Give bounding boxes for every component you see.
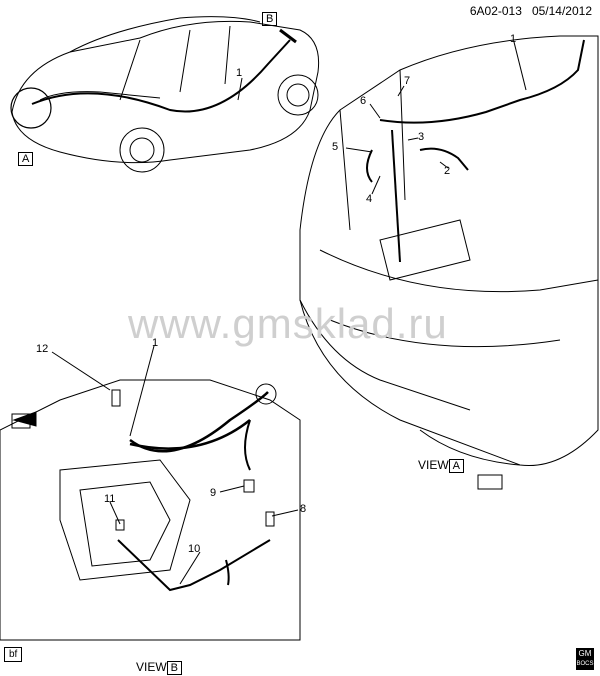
trunk-callout-3: 3: [418, 131, 425, 143]
trunk-callout-2: 2: [444, 165, 451, 177]
diagram-code: 6A02-013: [469, 4, 522, 18]
gm-logo: GM BOCS: [576, 648, 594, 670]
engine-callout-9: 9: [210, 487, 217, 499]
trunk-callout-5: 5: [332, 141, 339, 153]
callout-leaders: [51, 41, 527, 585]
diagram-header: 6A02-013 05/14/2012: [470, 4, 592, 18]
engine-callout-1: 1: [152, 337, 159, 349]
corner-tag: bf: [4, 647, 23, 662]
car-callout-1: 1: [236, 67, 243, 79]
watermark: www.gmsklad.ru: [128, 300, 448, 347]
engine-outline: [0, 379, 301, 641]
car-outline: [10, 16, 320, 173]
trunk-outline: [299, 35, 599, 490]
box-b-label: B: [262, 12, 278, 26]
engine-callout-12: 12: [36, 343, 49, 355]
trunk-callout-7: 7: [404, 75, 411, 87]
trunk-callout-4: 4: [366, 193, 373, 205]
box-a-label: A: [18, 152, 34, 166]
engine-callout-10: 10: [188, 543, 201, 555]
engine-callout-11: 11: [104, 493, 116, 505]
trunk-callout-6: 6: [360, 95, 367, 107]
diagram-date: 05/14/2012: [531, 4, 592, 18]
engine-callout-8: 8: [300, 503, 307, 515]
trunk-callout-1: 1: [510, 33, 517, 45]
